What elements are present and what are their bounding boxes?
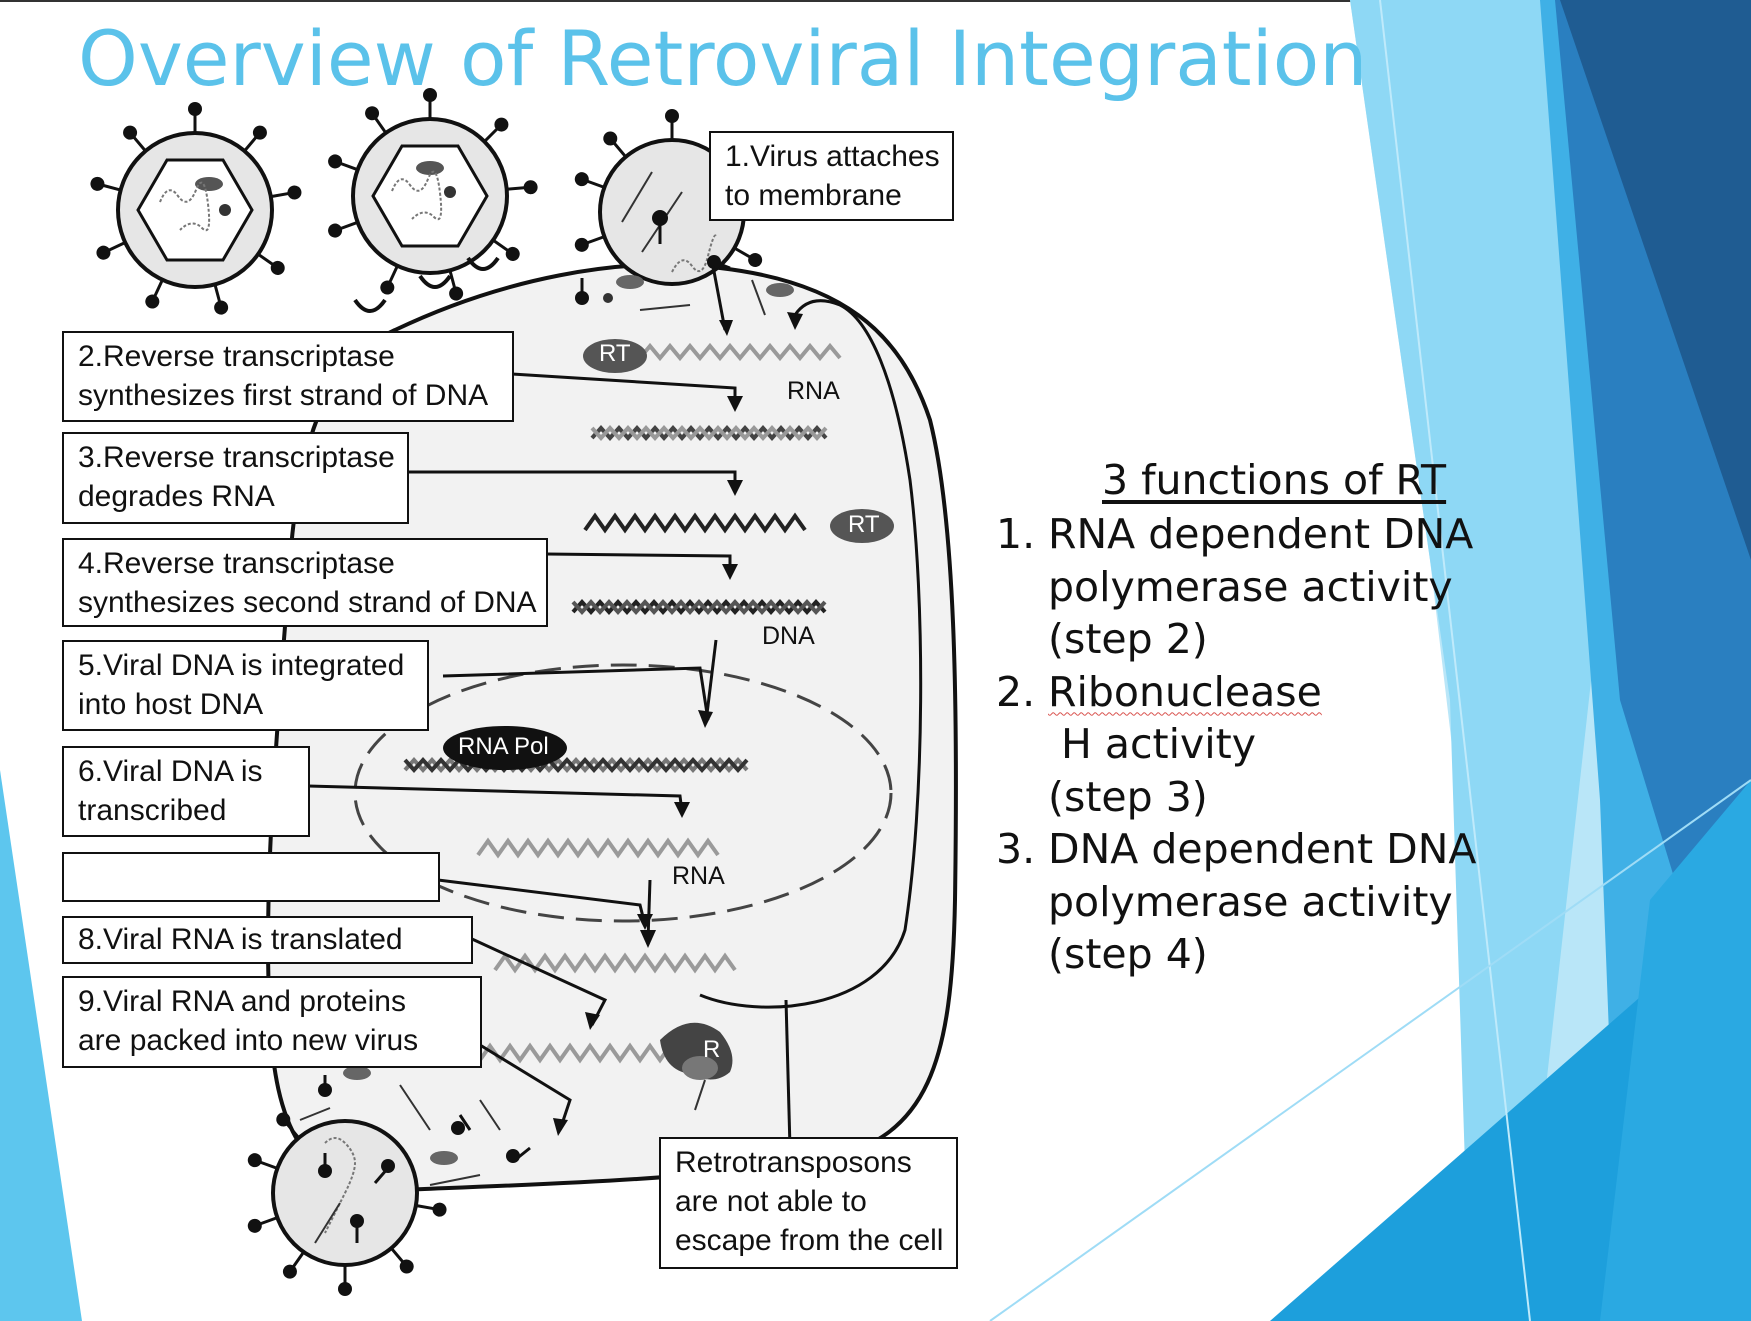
ribosome-label: R bbox=[703, 1036, 721, 1063]
free-virus bbox=[116, 131, 274, 289]
rt-function-number: 3. bbox=[996, 825, 1036, 873]
rt-function-line: (step 3) bbox=[1048, 772, 1208, 821]
note-line: are not able to bbox=[675, 1185, 867, 1218]
step-1-line: to membrane bbox=[725, 179, 902, 212]
step-8-box: 8.Viral RNA is translated bbox=[62, 916, 473, 964]
rt-label-mid: RT bbox=[848, 511, 880, 538]
step-5-line: into host DNA bbox=[78, 688, 264, 721]
step-2-line: 2.Reverse transcriptase bbox=[78, 340, 395, 373]
exported-rna bbox=[493, 952, 737, 974]
note-line: escape from the cell bbox=[675, 1224, 944, 1257]
rt-function-text: H activity bbox=[1048, 720, 1257, 768]
step-6-line: transcribed bbox=[78, 794, 227, 827]
translated-rna bbox=[478, 1042, 682, 1064]
step-3-box: 3.Reverse transcriptase degrades RNA bbox=[62, 432, 409, 524]
step-3-line: degrades RNA bbox=[78, 480, 275, 513]
bottom-right-shard bbox=[1600, 780, 1751, 1321]
rna-strand bbox=[638, 342, 842, 362]
reverse-transcriptase-top bbox=[583, 339, 647, 373]
rt-function-line: (step 4) bbox=[1048, 930, 1208, 978]
retrotransposon-loop bbox=[699, 299, 923, 1009]
rt-function-line: (step 2) bbox=[1048, 615, 1208, 663]
assembly-contents bbox=[299, 1066, 531, 1186]
retrotransposon-note-box: Retrotransposons are not able to escape … bbox=[659, 1137, 958, 1269]
free-virus bbox=[351, 117, 509, 275]
step-7-box-blank bbox=[62, 852, 440, 902]
rt-function-line: RNA dependent DNA bbox=[1048, 510, 1474, 558]
step-9-box: 9.Viral RNA and proteins are packed into… bbox=[62, 976, 482, 1068]
step-3-line: 3.Reverse transcriptase bbox=[78, 441, 395, 474]
rna-label-2: RNA bbox=[672, 862, 725, 890]
rt-function-number: 2. bbox=[996, 667, 1036, 716]
nucleus bbox=[353, 663, 893, 923]
step-5-box: 5.Viral DNA is integrated into host DNA bbox=[62, 640, 429, 731]
rt-function-line: polymerase activity bbox=[1048, 562, 1453, 611]
membrane-receptors bbox=[353, 256, 500, 313]
rt-label-top: RT bbox=[599, 340, 631, 367]
rna-pol-label: RNA Pol bbox=[458, 733, 549, 760]
dna-single-strand bbox=[583, 512, 807, 534]
step-1-box: 1.Virus attaches to membrane bbox=[709, 131, 954, 221]
sky-blue-shard bbox=[1350, 0, 1600, 1321]
step-4-line: synthesizes second strand of DNA bbox=[78, 586, 537, 619]
step-2-box: 2.Reverse transcriptase synthesizes firs… bbox=[62, 331, 514, 422]
accent-line bbox=[989, 779, 1751, 1321]
step-2-line: synthesizes first strand of DNA bbox=[78, 379, 489, 412]
hybrid-strand bbox=[590, 425, 828, 441]
capsid-contents bbox=[575, 255, 794, 316]
host-dna bbox=[403, 757, 749, 773]
rt-function-item: 2. Ribonuclease H activity (step 3) bbox=[996, 666, 1518, 824]
budding-virus bbox=[271, 1119, 419, 1267]
step-9-line: 9.Viral RNA and proteins bbox=[78, 985, 406, 1018]
step-6-line: 6.Viral DNA is bbox=[78, 755, 263, 788]
rt-function-item: 3. DNA dependent DNA polymerase activity… bbox=[996, 823, 1518, 981]
left-blue-wedge bbox=[0, 770, 82, 1321]
rt-function-item: 1. RNA dependent DNA polymerase activity… bbox=[996, 508, 1518, 666]
step-9-line: are packed into new virus bbox=[78, 1024, 419, 1057]
rt-function-line: polymerase activity bbox=[1048, 877, 1453, 926]
rt-function-number: 1. bbox=[996, 510, 1036, 558]
rt-functions-list: 1. RNA dependent DNA polymerase activity… bbox=[996, 508, 1518, 981]
step-5-line: 5.Viral DNA is integrated bbox=[78, 649, 405, 682]
accent-line bbox=[1379, 0, 1531, 1321]
step-4-line: 4.Reverse transcriptase bbox=[78, 547, 395, 580]
reverse-transcriptase-mid bbox=[830, 509, 894, 543]
rna-polymerase bbox=[443, 726, 567, 770]
darkest-blue-shard bbox=[1560, 0, 1751, 560]
rt-function-line: Ribonuclease H activity bbox=[1048, 666, 1518, 771]
step-6-box: 6.Viral DNA is transcribed bbox=[62, 746, 310, 837]
rna-label-1: RNA bbox=[787, 377, 840, 405]
rt-function-line: DNA dependent DNA bbox=[1048, 825, 1477, 873]
step-8-line: 8.Viral RNA is translated bbox=[78, 923, 403, 956]
spellcheck-word: Ribonuclease bbox=[1048, 667, 1322, 716]
dna-label: DNA bbox=[762, 622, 815, 650]
slide-title: Overview of Retroviral Integration bbox=[78, 14, 1368, 103]
step-1-line: 1.Virus attaches bbox=[725, 140, 940, 173]
step-4-box: 4.Reverse transcriptase synthesizes seco… bbox=[62, 538, 548, 627]
arrowheads bbox=[553, 396, 743, 1136]
transcribed-rna bbox=[476, 837, 720, 859]
note-line: Retrotransposons bbox=[675, 1146, 912, 1179]
rt-functions-heading: 3 functions of RT bbox=[1102, 456, 1447, 504]
ds-dna bbox=[571, 599, 827, 615]
